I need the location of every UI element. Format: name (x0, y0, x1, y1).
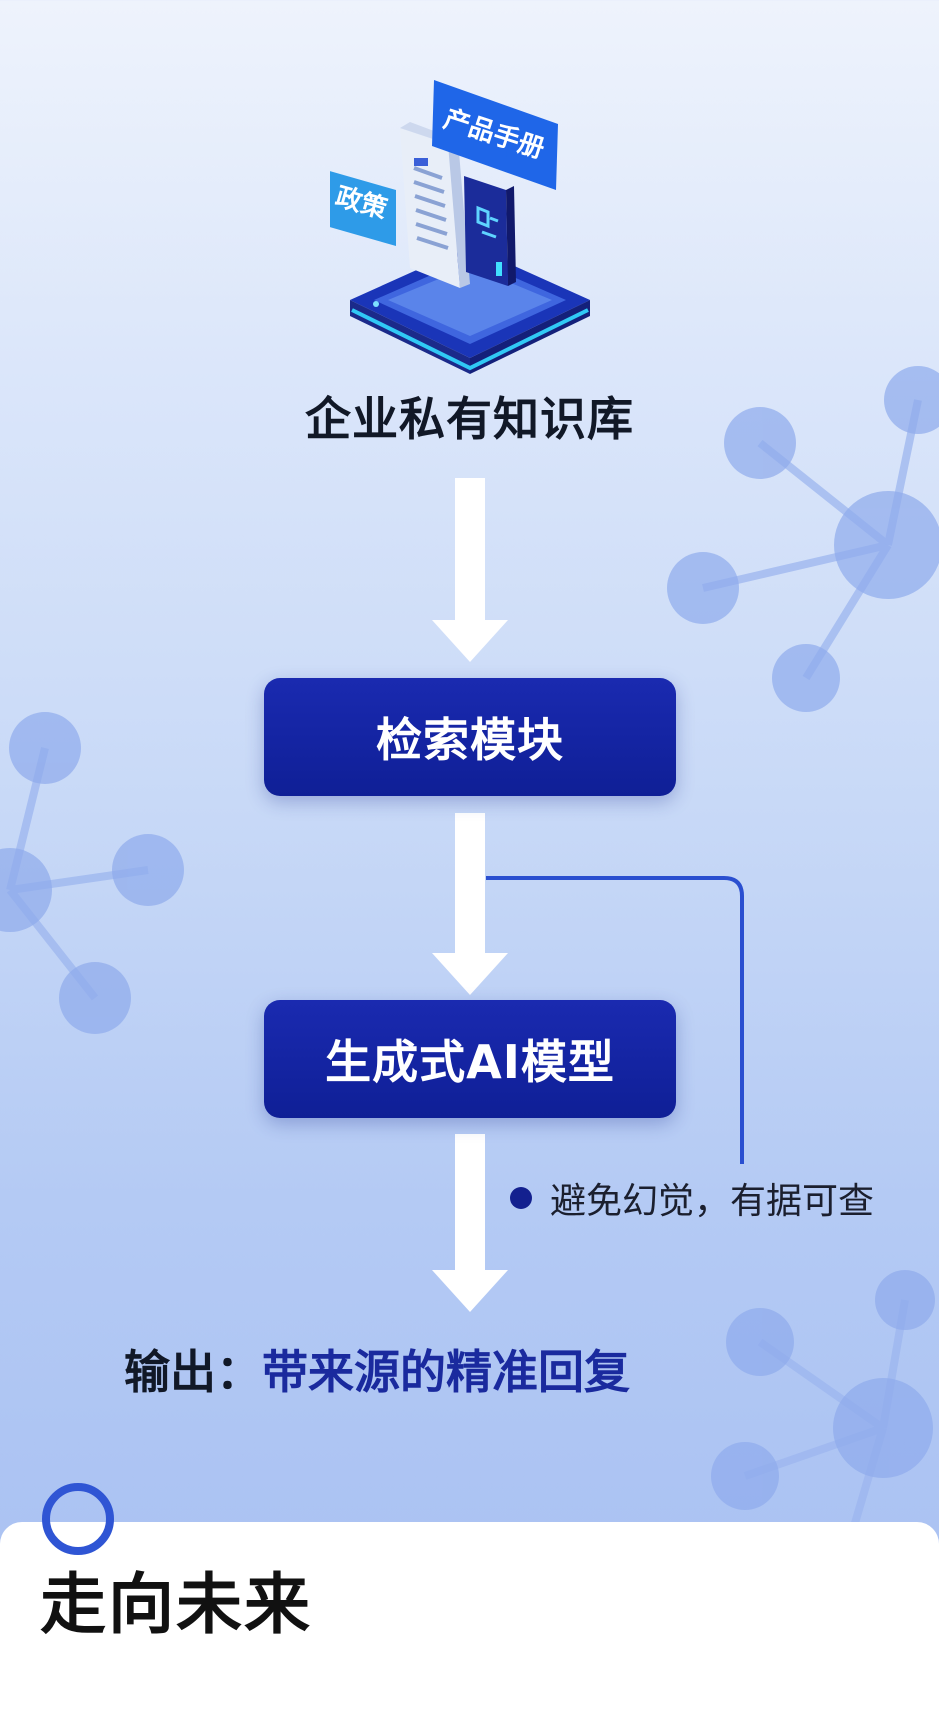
arrow-down-icon (432, 813, 508, 995)
arrow-down-icon (432, 478, 508, 662)
retrieval-module-label: 检索模块 (376, 713, 564, 767)
knowledge-base-title: 企业私有知识库 (305, 392, 634, 446)
generative-model-label: 生成式AI模型 (325, 1035, 615, 1089)
note-text: 避免幻觉，有据可查 (550, 1181, 875, 1222)
bullet-dot-icon (510, 1187, 532, 1209)
document-stack-platform-icon: 产品手册 政策 (330, 80, 590, 374)
ring-icon (42, 1483, 114, 1555)
output-value: 带来源的精准回复 (262, 1345, 630, 1399)
output-label: 输出： (124, 1345, 262, 1399)
generative-model-box: 生成式AI模型 (264, 1000, 676, 1118)
arrow-down-icon (432, 1134, 508, 1312)
footer-heading: 走向未来 (40, 1566, 312, 1643)
retrieval-module-box: 检索模块 (264, 678, 676, 796)
output-line: 输出：带来源的精准回复 (124, 1340, 630, 1404)
note-bullet: 避免幻觉，有据可查 (510, 1172, 874, 1224)
